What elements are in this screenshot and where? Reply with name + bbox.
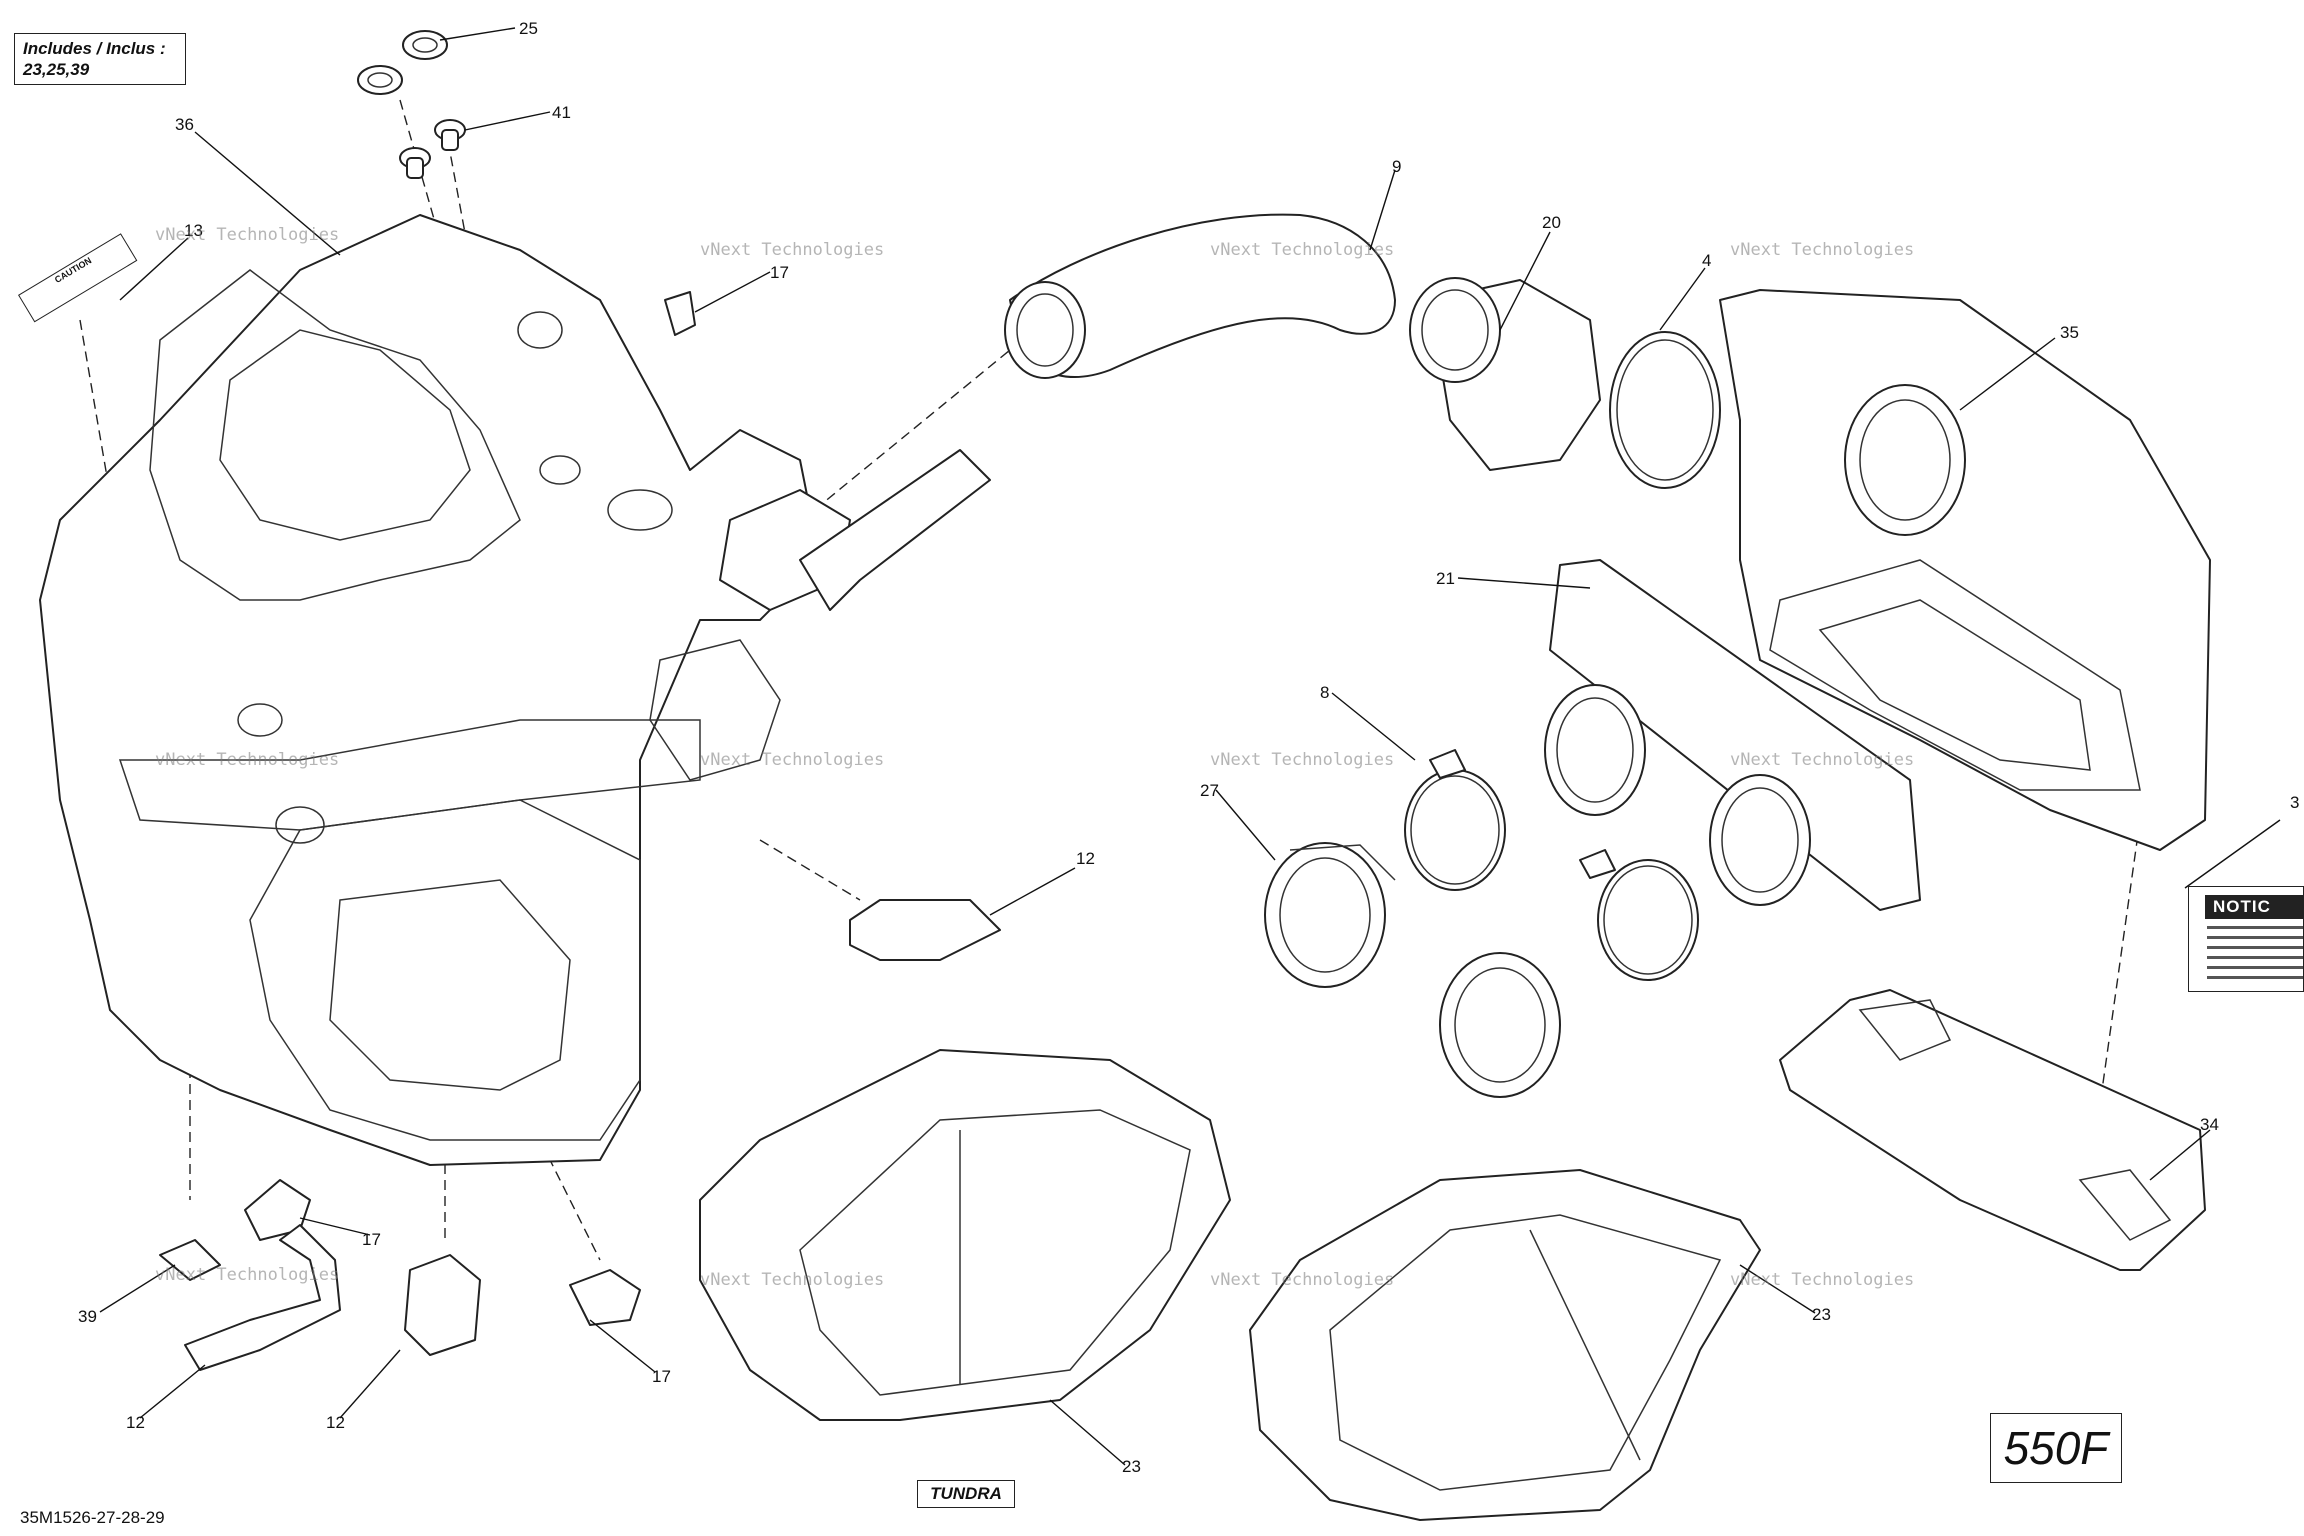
watermark-1: vNext Technologies: [155, 225, 339, 245]
clamps-and-couplers: [1264, 749, 1699, 1098]
callout-12-bl: 12: [126, 1413, 145, 1432]
callout-21: 21: [1436, 569, 1455, 588]
watermark-7: vNext Technologies: [1210, 750, 1394, 770]
notice-text-line: [2207, 926, 2303, 929]
notice-text-line: [2207, 966, 2303, 969]
tundra-label: TUNDRA: [917, 1480, 1015, 1508]
includes-box: Includes / Inclus : 23,25,39: [14, 33, 186, 85]
callout-3: 3: [2290, 793, 2299, 812]
callout-17-bottom: 17: [652, 1367, 671, 1386]
callout-23-right: 23: [1812, 1305, 1831, 1324]
watermarks: vNext Technologies vNext Technologies vN…: [155, 225, 1914, 1290]
notice-text-line: [2207, 976, 2303, 979]
plate: [1779, 989, 2206, 1271]
leader-lines: [99, 27, 2281, 1466]
intake-duct: [1004, 213, 1396, 379]
watermark-2: vNext Technologies: [700, 240, 884, 260]
notice-text-line: [2207, 946, 2303, 949]
watermark-5: vNext Technologies: [155, 750, 339, 770]
notice-decal-title: NOTIC: [2205, 895, 2303, 919]
drawing-code: 35M1526-27-28-29: [20, 1508, 165, 1527]
callout-23-left: 23: [1122, 1457, 1141, 1476]
callout-12-bm: 12: [326, 1413, 345, 1432]
includes-line-1: Includes / Inclus :: [23, 39, 166, 58]
watermark-4: vNext Technologies: [1730, 240, 1914, 260]
o-ring: [1609, 331, 1721, 489]
callout-12-right: 12: [1076, 849, 1095, 868]
filter-bracket: [1544, 559, 1921, 911]
callout-20: 20: [1542, 213, 1561, 232]
callout-34: 34: [2200, 1115, 2219, 1134]
notice-text-line: [2207, 956, 2303, 959]
callouts: 25 41 36 13 17 9 20 4 35 21 8 27 12 3 34…: [78, 19, 2299, 1476]
callout-36: 36: [175, 115, 194, 134]
callout-27: 27: [1200, 781, 1219, 800]
watermark-8: vNext Technologies: [1730, 750, 1914, 770]
notice-text-line: [2207, 936, 2303, 939]
callout-35: 35: [2060, 323, 2079, 342]
filter-frame-right: [1249, 1169, 1761, 1521]
clips: [159, 899, 1001, 1371]
callout-41: 41: [552, 103, 571, 122]
filter-frame-left: [699, 1049, 1231, 1421]
callout-13: 13: [184, 221, 203, 240]
callout-25: 25: [519, 19, 538, 38]
callout-17-top: 17: [770, 263, 789, 282]
includes-line-2: 23,25,39: [23, 60, 90, 79]
watermark-3: vNext Technologies: [1210, 240, 1394, 260]
watermark-10: vNext Technologies: [700, 1270, 884, 1290]
callout-4: 4: [1702, 251, 1711, 270]
watermark-9: vNext Technologies: [155, 1265, 339, 1285]
filter-housing: [1719, 289, 2211, 851]
callout-39: 39: [78, 1307, 97, 1326]
callout-17-mid: 17: [362, 1230, 381, 1249]
adapter-housing: [1409, 277, 1601, 471]
watermark-11: vNext Technologies: [1210, 1270, 1394, 1290]
notice-decal: NOTIC: [2188, 886, 2304, 992]
watermark-6: vNext Technologies: [700, 750, 884, 770]
grommets: [357, 30, 696, 336]
callout-8: 8: [1320, 683, 1329, 702]
airbox-housing: [39, 214, 991, 1166]
model-label: 550F: [1990, 1413, 2122, 1483]
callout-9: 9: [1392, 157, 1401, 176]
watermark-12: vNext Technologies: [1730, 1270, 1914, 1290]
